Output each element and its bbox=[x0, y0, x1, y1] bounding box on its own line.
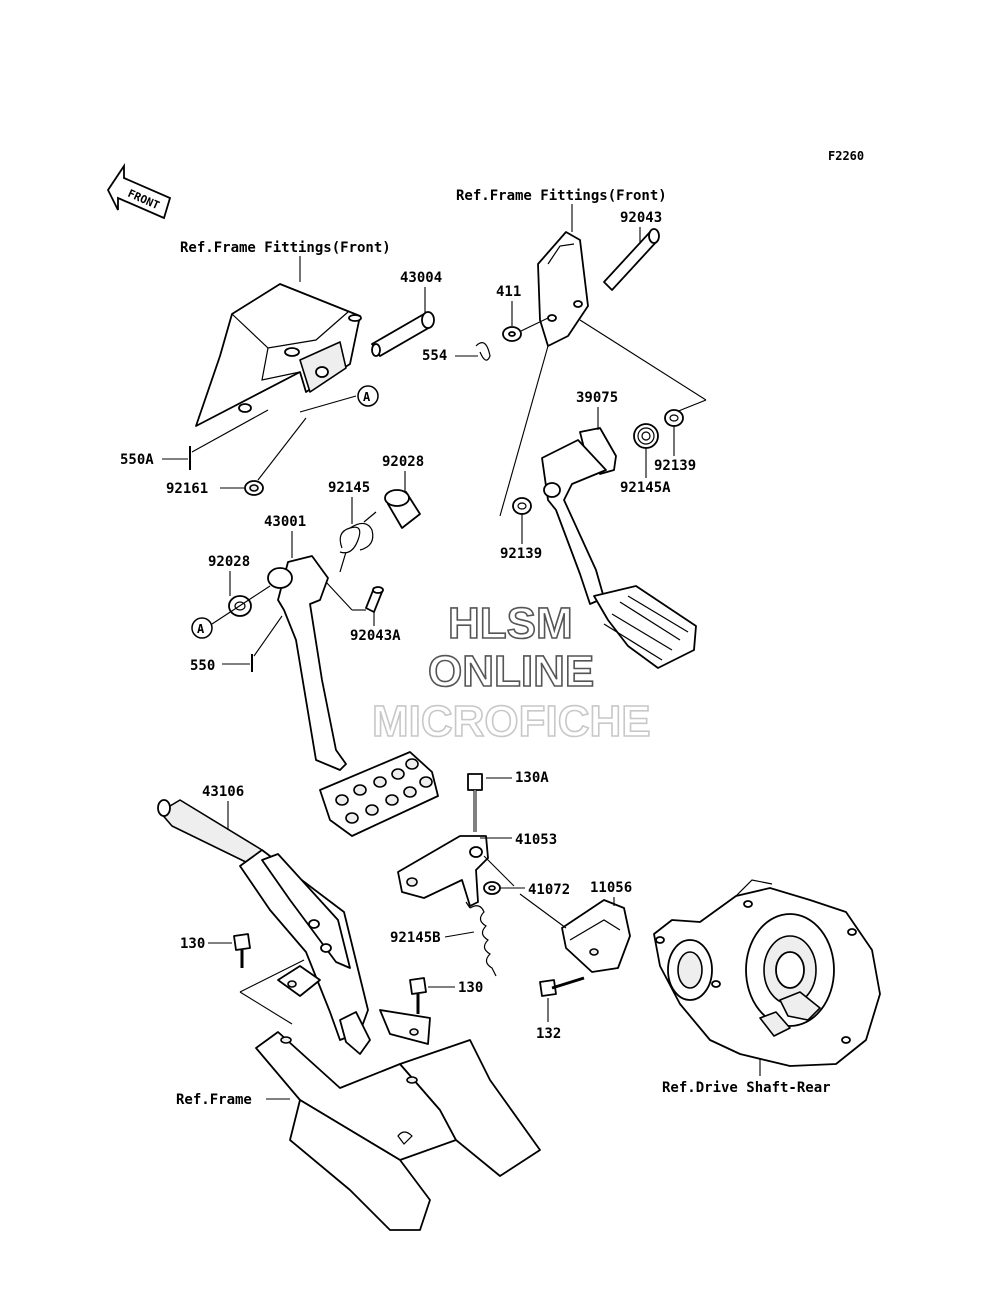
label-92043: 92043 bbox=[620, 210, 662, 226]
label-92145B: 92145B bbox=[390, 930, 441, 946]
watermark-line3: MICROFICHE bbox=[372, 697, 651, 746]
part-43004-pin bbox=[371, 311, 435, 357]
part-11056-bracket bbox=[561, 899, 631, 973]
throttle-pedal bbox=[541, 439, 697, 669]
part-554-clip bbox=[475, 342, 491, 361]
label-39075: 39075 bbox=[576, 390, 618, 406]
label-41053: 41053 bbox=[515, 832, 557, 848]
label-41072: 41072 bbox=[528, 882, 570, 898]
ref-frame-fittings-left: Ref.Frame Fittings(Front) bbox=[180, 240, 391, 256]
label-92139-left: 92139 bbox=[500, 546, 542, 562]
part-130-bolt-left bbox=[233, 933, 251, 968]
label-92145A: 92145A bbox=[620, 480, 671, 496]
label-554: 554 bbox=[422, 348, 447, 364]
part-92139-bushing-left bbox=[512, 497, 532, 515]
part-92145B-spring bbox=[465, 901, 497, 977]
svg-text:A: A bbox=[363, 390, 371, 404]
label-550: 550 bbox=[190, 658, 215, 674]
part-130A-bolt bbox=[467, 773, 483, 832]
callout-a-lower: A bbox=[191, 585, 271, 639]
callout-a-upper: A bbox=[299, 385, 379, 413]
frame-fitting-bracket-left bbox=[195, 283, 362, 427]
label-43001: 43001 bbox=[264, 514, 306, 530]
label-43106: 43106 bbox=[202, 784, 244, 800]
label-411: 411 bbox=[496, 284, 521, 300]
part-130-bolt-mid bbox=[409, 977, 427, 1014]
ref-frame-fittings-right: Ref.Frame Fittings(Front) bbox=[456, 188, 667, 204]
label-92139-right: 92139 bbox=[654, 458, 696, 474]
part-41072-nut bbox=[483, 881, 501, 895]
label-130-mid: 130 bbox=[458, 980, 483, 996]
label-92028-left: 92028 bbox=[208, 554, 250, 570]
label-550A: 550A bbox=[120, 452, 154, 468]
part-41053-bracket bbox=[397, 835, 489, 907]
part-92043A-pin bbox=[365, 586, 384, 613]
part-92139-bushing-right bbox=[664, 409, 684, 427]
part-132-bolt bbox=[539, 976, 585, 997]
label-130A: 130A bbox=[515, 770, 549, 786]
frame-fitting-bracket-right bbox=[537, 231, 589, 347]
drive-shaft-housing bbox=[653, 879, 881, 1067]
label-132: 132 bbox=[536, 1026, 561, 1042]
ref-frame: Ref.Frame bbox=[176, 1092, 252, 1108]
part-92145A-spring bbox=[633, 423, 659, 449]
part-43106-parking-lever bbox=[157, 799, 431, 1055]
part-411-washer bbox=[502, 326, 522, 342]
diagram-code: F2260 bbox=[828, 149, 864, 163]
label-43004: 43004 bbox=[400, 270, 442, 286]
ref-drive-shaft-rear: Ref.Drive Shaft-Rear bbox=[662, 1080, 831, 1096]
watermark-line2: ONLINE bbox=[428, 647, 594, 696]
svg-text:A: A bbox=[197, 622, 205, 636]
part-92028-bushing-top bbox=[384, 489, 421, 529]
part-43001-brake-pedal bbox=[267, 555, 439, 837]
part-92145-spring bbox=[339, 511, 377, 573]
label-11056: 11056 bbox=[590, 880, 632, 896]
watermark-line1: HLSM bbox=[448, 599, 573, 648]
part-92043-pin bbox=[603, 228, 660, 291]
label-92161: 92161 bbox=[166, 481, 208, 497]
label-92028-top: 92028 bbox=[382, 454, 424, 470]
watermark: HLSM ONLINE MICROFICHE bbox=[371, 598, 651, 747]
label-130-left: 130 bbox=[180, 936, 205, 952]
frame-reference bbox=[255, 1031, 541, 1231]
label-92145: 92145 bbox=[328, 480, 370, 496]
front-arrow-icon: FRONT bbox=[106, 163, 172, 220]
part-92161-nut bbox=[244, 480, 264, 496]
label-92043A: 92043A bbox=[350, 628, 401, 644]
